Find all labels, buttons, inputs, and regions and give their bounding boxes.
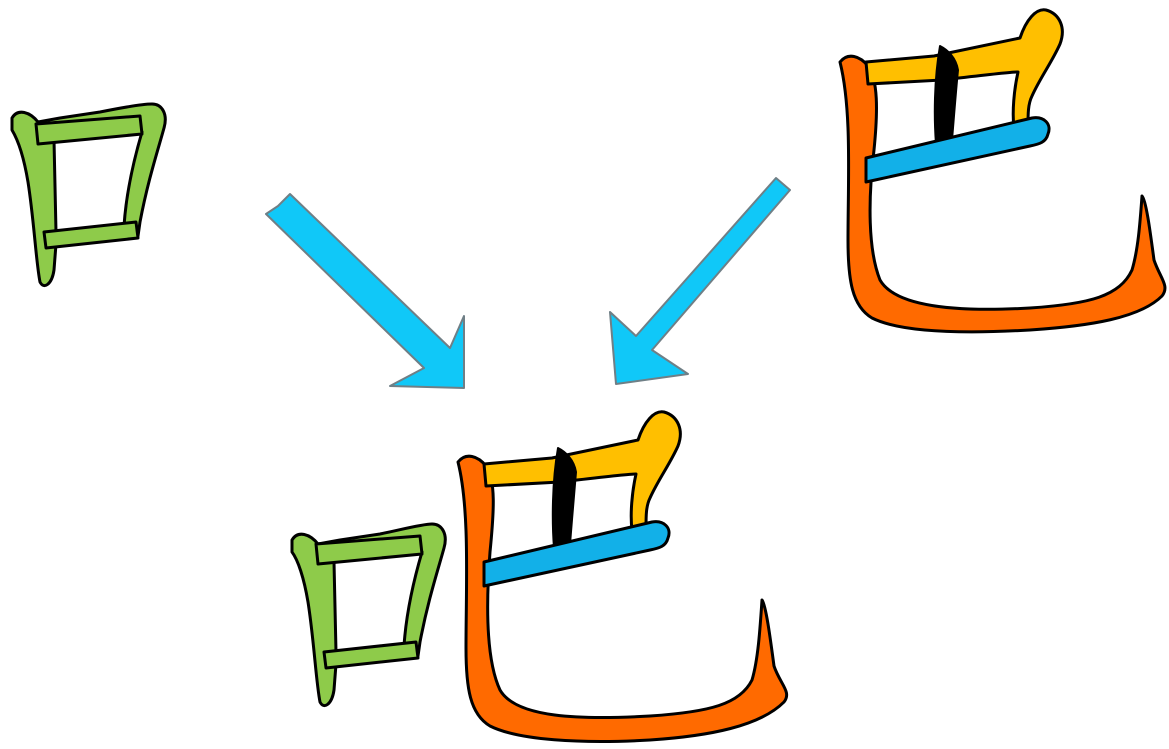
result-ba-hook-stroke [458,456,787,741]
component-kou [12,104,165,286]
arrow-from-ba [610,178,790,384]
result-ba-horizontal-stroke [484,522,669,586]
ba-top-stroke [866,10,1062,128]
ba-hook-stroke [840,56,1165,332]
ba-horizontal-stroke [866,118,1049,182]
arrow-kou-shaft [266,194,464,388]
result-kou [292,524,445,706]
result-ba-vertical-stroke [553,448,576,548]
result-ba-top-stroke [484,412,680,530]
ba-vertical-stroke [935,46,958,144]
result-ba-with-mouth [292,412,787,742]
result-ba [458,412,787,742]
component-ba [840,10,1165,332]
arrow-from-kou [266,194,464,388]
kou-bottom-bar [44,222,138,248]
result-kou-bottom-bar [324,642,418,668]
arrow-ba-shaft [610,178,790,384]
